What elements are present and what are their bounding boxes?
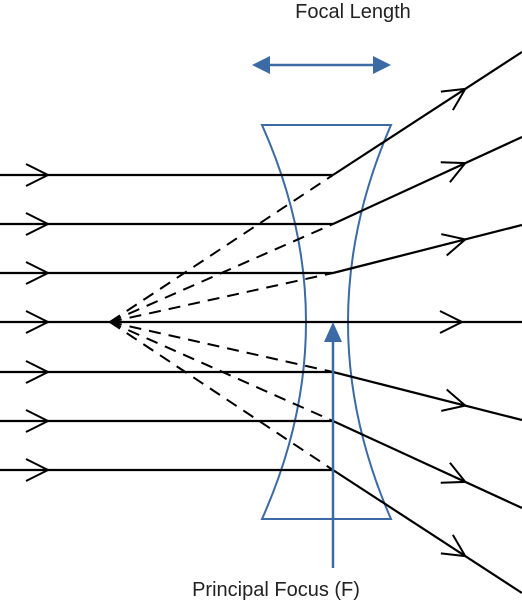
emergent-ray-arrow-1 bbox=[440, 87, 468, 111]
incident-ray-arrow-4 bbox=[25, 310, 51, 334]
virtual-ray-3 bbox=[109, 272, 334, 323]
emergent-ray-arrow-4 bbox=[439, 310, 465, 334]
principal-focus-arrow-icon bbox=[324, 322, 342, 568]
emergent-ray-arrow-7 bbox=[440, 534, 468, 558]
virtual-ray-5 bbox=[109, 321, 334, 373]
emergent-ray-3 bbox=[332, 223, 522, 275]
virtual-ray-7 bbox=[109, 321, 334, 471]
concave-lens bbox=[260, 124, 393, 520]
emergent-ray-arrow-6 bbox=[440, 462, 468, 484]
incident-ray-arrow-2 bbox=[25, 212, 51, 236]
emergent-ray-5 bbox=[332, 370, 522, 422]
emergent-ray-arrow-3 bbox=[441, 233, 468, 257]
incident-ray-arrow-6 bbox=[25, 409, 51, 433]
incident-ray-arrow-1 bbox=[25, 163, 51, 187]
emergent-ray-6 bbox=[332, 420, 522, 509]
emergent-ray-7 bbox=[332, 469, 522, 594]
virtual-ray-1 bbox=[109, 174, 334, 323]
focal-length-arrow-icon bbox=[252, 56, 391, 74]
incident-ray-arrow-3 bbox=[25, 261, 51, 285]
principal-focus-label: Principal Focus (F) bbox=[192, 579, 360, 601]
virtual-ray-6 bbox=[109, 321, 334, 422]
emergent-ray-1 bbox=[332, 51, 522, 176]
light-rays bbox=[0, 51, 522, 594]
emergent-ray-2 bbox=[332, 136, 522, 225]
incident-ray-arrow-7 bbox=[25, 458, 51, 482]
emergent-ray-arrow-2 bbox=[440, 161, 468, 183]
emergent-ray-arrow-5 bbox=[441, 388, 468, 412]
focal-length-label: Focal Length bbox=[295, 1, 411, 23]
incident-ray-arrow-5 bbox=[25, 360, 51, 384]
